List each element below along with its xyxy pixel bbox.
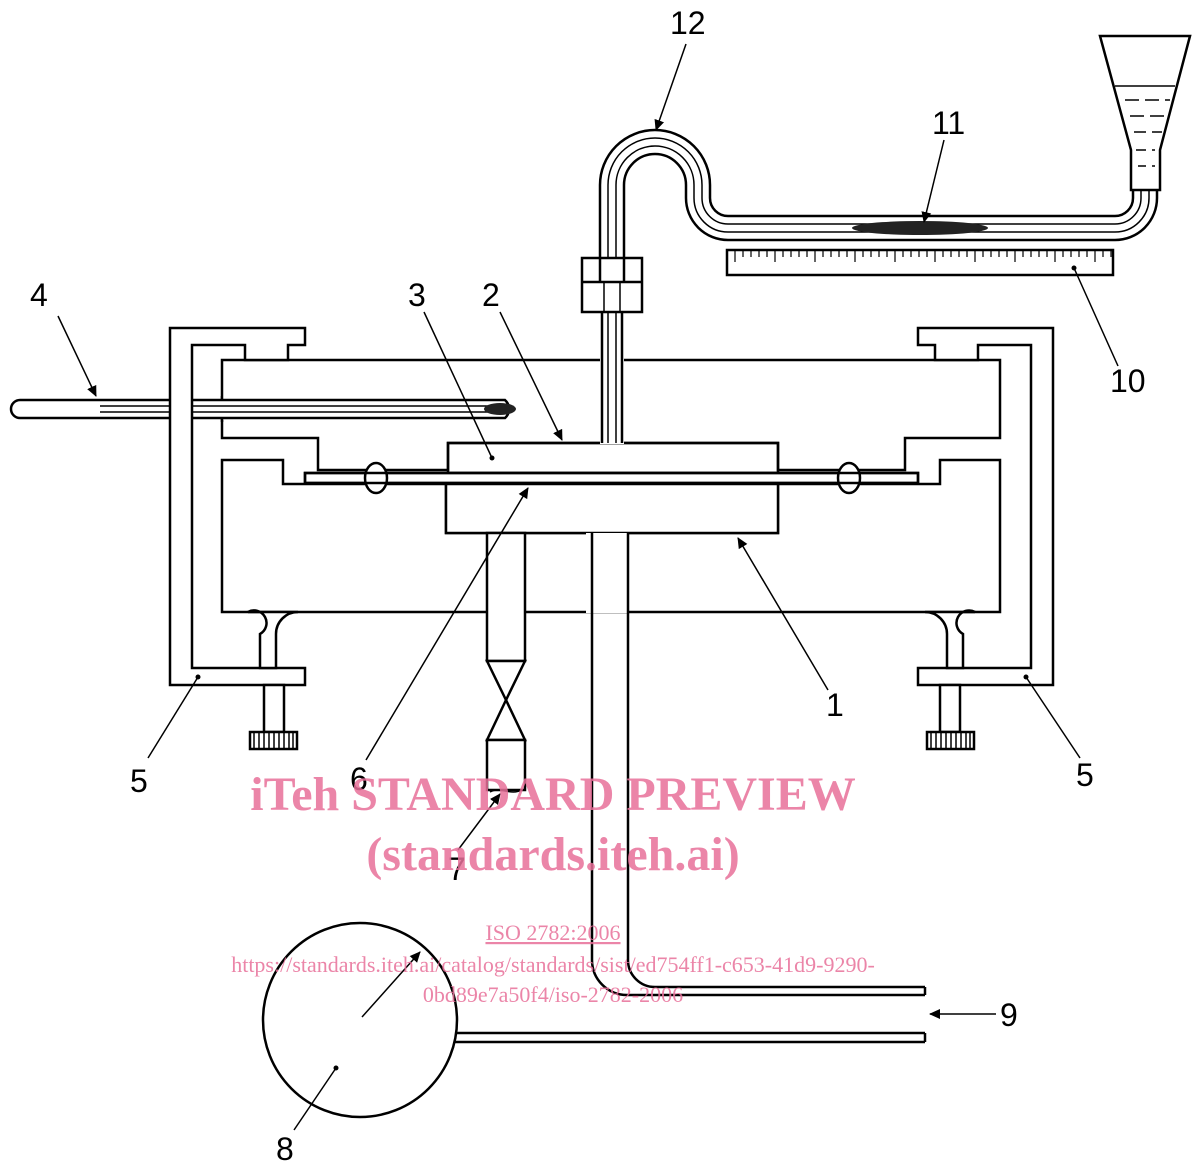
o-ring-right — [836, 461, 862, 495]
callout-11: 11 — [932, 105, 965, 141]
leader-lines — [57, 43, 1119, 1131]
funnel — [1098, 34, 1192, 192]
callout-10: 10 — [1110, 363, 1146, 399]
membrane — [303, 471, 920, 485]
callout-2: 2 — [482, 277, 500, 313]
liquid-index — [852, 221, 988, 235]
watermark-standard: ISO 2782:2006 — [485, 920, 620, 945]
bulb-indicator — [361, 951, 421, 1018]
callout-9: 9 — [1000, 997, 1018, 1033]
callout-5-right: 5 — [1076, 757, 1094, 793]
thermometer — [9, 396, 522, 422]
scale — [725, 248, 1115, 277]
capillary-tube — [580, 128, 1159, 444]
watermark-url-2: 0bd89e7a50f4/iso-2782-2006 — [423, 982, 683, 1007]
watermark: iTeh STANDARD PREVIEW (standards.iteh.ai… — [231, 768, 875, 1007]
callout-4: 4 — [30, 277, 48, 313]
callout-8: 8 — [276, 1131, 294, 1162]
o-ring-left — [363, 461, 389, 495]
callout-5-left: 5 — [130, 763, 148, 799]
callout-3: 3 — [408, 277, 426, 313]
callout-6: 6 — [350, 761, 368, 797]
callout-1: 1 — [826, 687, 844, 723]
callout-7: 7 — [448, 851, 466, 887]
clamp-right — [916, 326, 1055, 751]
chamber — [444, 482, 780, 535]
watermark-url-1: https://standards.iteh.ai/catalog/standa… — [231, 952, 875, 977]
watermark-subtitle: (standards.iteh.ai) — [366, 828, 739, 881]
pressure-bulb — [261, 921, 459, 1119]
test-plate — [446, 441, 780, 475]
callout-12: 12 — [670, 5, 706, 41]
bulb-pipe — [455, 1031, 927, 1044]
watermark-title: iTeh STANDARD PREVIEW — [250, 768, 855, 821]
clamp-left — [168, 326, 307, 751]
valve — [485, 531, 527, 793]
outlet-tube — [586, 533, 927, 997]
